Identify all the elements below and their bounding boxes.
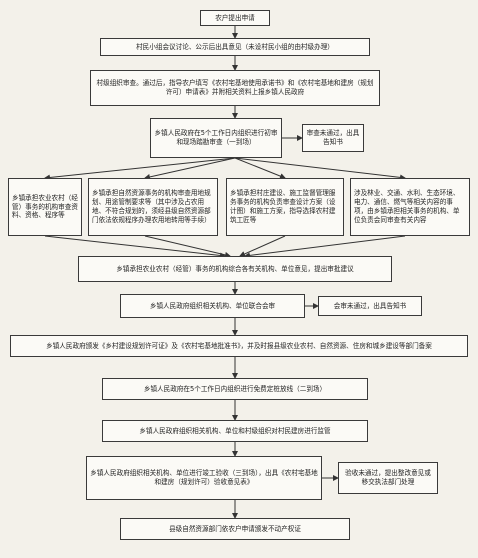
node-agri-review: 乡镇承担农业农村（经管）事务的机构审查资料、资格、程序等 [8, 178, 82, 236]
node-construction-review: 乡镇承担村庄建设、施工监督管理服务事务的机构负责审查设计方案（设计图）和施工方案… [226, 178, 344, 236]
node-approval-suggestion: 乡镇承担农业农村（经管）事务的机构综合各有关机构、单位意见，提出审批建议 [78, 256, 392, 282]
node-village-group: 村民小组会议讨论、公示后出具意见（未设村民小组的由村级办理） [100, 38, 370, 56]
node-resource-review: 乡镇承担自然资源事务的机构审查用地规划、用途管制要求等（其中涉及占农用地、不符合… [88, 178, 218, 236]
node-issue-permit: 乡镇人民政府颁发《乡村建设规划许可证》及《农村宅基地批准书》，并及时报县级农业农… [10, 335, 468, 357]
node-apply: 农户提出申请 [200, 10, 270, 26]
node-reject-initial: 审查未通过，出具告知书 [302, 124, 364, 152]
node-stake-out: 乡镇人民政府在5个工作日内组织进行免费定桩放线（二到场） [102, 378, 368, 400]
node-supervision: 乡镇人民政府组织相关机构、单位和村级组织对村民建房进行监管 [102, 420, 368, 442]
node-joint-review: 乡镇人民政府组织相关机构、单位联合会审 [120, 294, 305, 318]
node-property-certificate: 县级自然资源部门依农户申请颁发不动产权证 [120, 518, 350, 540]
node-other-depts-review: 涉及林业、交通、水利、生态环境、电力、通信、燃气等相关内容的事项，由乡镇承担相关… [350, 178, 470, 236]
node-reject-acceptance: 验收未通过，提出整改意见或移交执法部门处理 [338, 462, 438, 494]
node-village-review: 村级组织审查。通过后，指导农户填写《农村宅基地使用承诺书》和《农村宅基地和建房（… [90, 70, 380, 106]
node-township-initial-review: 乡镇人民政府在5个工作日内组织进行初审和现场踏勘审查（一到场） [150, 118, 282, 158]
node-completion-acceptance: 乡镇人民政府组织相关机构、单位进行竣工验收（三到场），出具《农村宅基地和建房（规… [86, 456, 322, 500]
node-reject-joint: 会审未通过，出具告知书 [318, 296, 422, 316]
